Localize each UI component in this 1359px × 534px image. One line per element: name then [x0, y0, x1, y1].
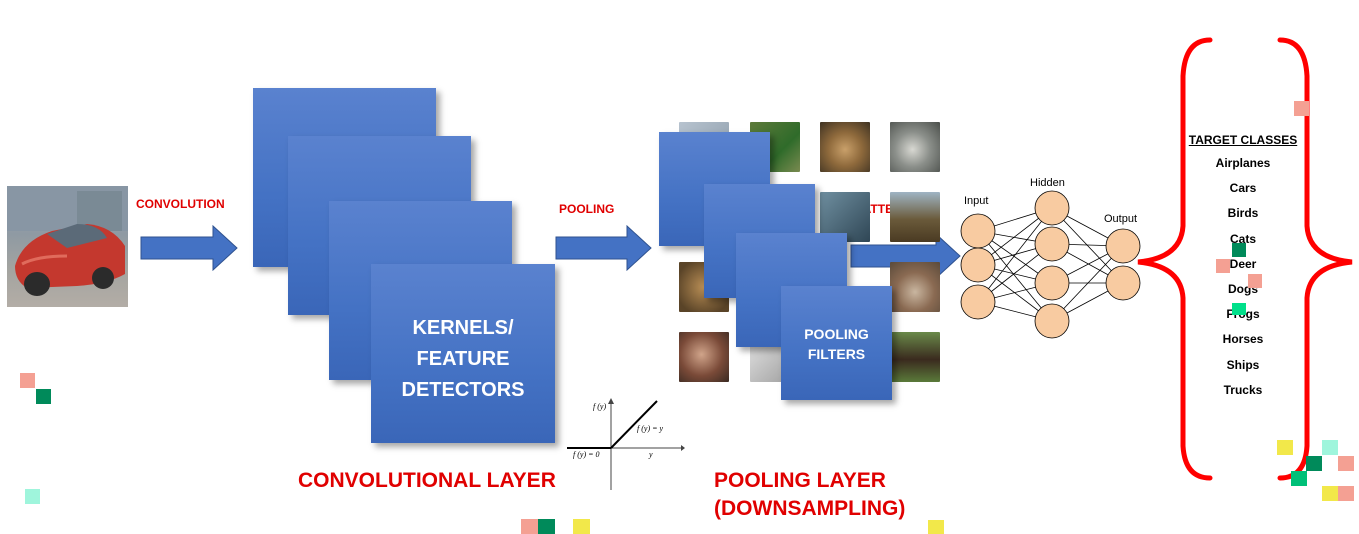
relu-fy-label: f (y) [593, 402, 607, 411]
class-item: Airplanes [1215, 156, 1271, 170]
arrow-right-icon [555, 225, 652, 271]
relu-graph: f (y) f (y) = y f (y) = 0 y [565, 398, 685, 494]
decorative-square [521, 519, 538, 534]
decorative-square [20, 373, 35, 388]
target-classes-list: TARGET CLASSES Airplanes Cars Birds Cats… [1183, 133, 1303, 407]
class-item: Birds [1227, 206, 1259, 221]
thumbnail-image [679, 332, 729, 382]
neural-network-diagram [960, 190, 1141, 339]
target-classes-title: TARGET CLASSES [1188, 133, 1298, 147]
convolutional-layer-label: CONVOLUTIONAL LAYER [298, 469, 556, 492]
thumbnail-image [820, 122, 870, 172]
relu-y-label: y [649, 450, 653, 459]
input-car-image [7, 186, 128, 307]
pooling-filters-line: FILTERS [807, 346, 866, 362]
pooling-filters-line: POOLING [804, 326, 869, 342]
hidden-layer-label: Hidden [1030, 177, 1065, 189]
decorative-square [573, 519, 590, 534]
decorative-square [1232, 243, 1246, 257]
kernels-label-line: DETECTORS [401, 379, 525, 401]
thumbnail-image [890, 332, 940, 382]
decorative-square [25, 489, 40, 504]
decorative-square [1232, 303, 1246, 315]
decorative-square [1248, 274, 1262, 288]
pooling-layer-line: (DOWNSAMPLING) [714, 497, 906, 520]
relu-zero-label: f (y) = 0 [573, 450, 600, 459]
decorative-square [1322, 440, 1338, 455]
decorative-square [1338, 486, 1354, 501]
pooling-label: POOLING [559, 202, 615, 216]
class-item: Deer [1229, 256, 1257, 271]
relu-identity-label: f (y) = y [637, 424, 664, 433]
thumbnail-image [890, 122, 940, 172]
kernels-label-line: KERNELS/ [412, 317, 514, 339]
class-item: Cats [1229, 231, 1256, 246]
decorative-square [1306, 456, 1322, 471]
class-item: Trucks [1223, 382, 1263, 397]
decorative-square [928, 520, 944, 534]
pooling-layer-line: POOLING LAYER [714, 469, 886, 492]
decorative-square [36, 389, 51, 404]
class-item: Horses [1222, 332, 1264, 347]
pooling-filter-card: POOLING FILTERS [781, 286, 892, 400]
output-layer-label: Output [1104, 213, 1138, 225]
convolution-label: CONVOLUTION [136, 197, 225, 211]
class-item: Cars [1229, 181, 1257, 196]
thumbnail-image [890, 262, 940, 312]
arrow-right-icon [140, 225, 238, 271]
kernels-label-line: FEATURE [416, 348, 510, 370]
decorative-square [1216, 259, 1230, 273]
curly-brace-icon [1137, 37, 1353, 481]
decorative-square [1322, 486, 1338, 501]
class-item: Ships [1226, 357, 1260, 372]
input-layer-label: Input [964, 195, 989, 207]
kernel-card: KERNELS/ FEATURE DETECTORS [371, 264, 555, 443]
thumbnail-image [890, 192, 940, 242]
pooling-layer-label: POOLING LAYER (DOWNSAMPLING) [714, 467, 905, 523]
decorative-square [1294, 101, 1309, 116]
decorative-square [1338, 456, 1354, 471]
decorative-square [1291, 471, 1307, 486]
decorative-square [538, 519, 555, 534]
decorative-square [1277, 440, 1293, 455]
